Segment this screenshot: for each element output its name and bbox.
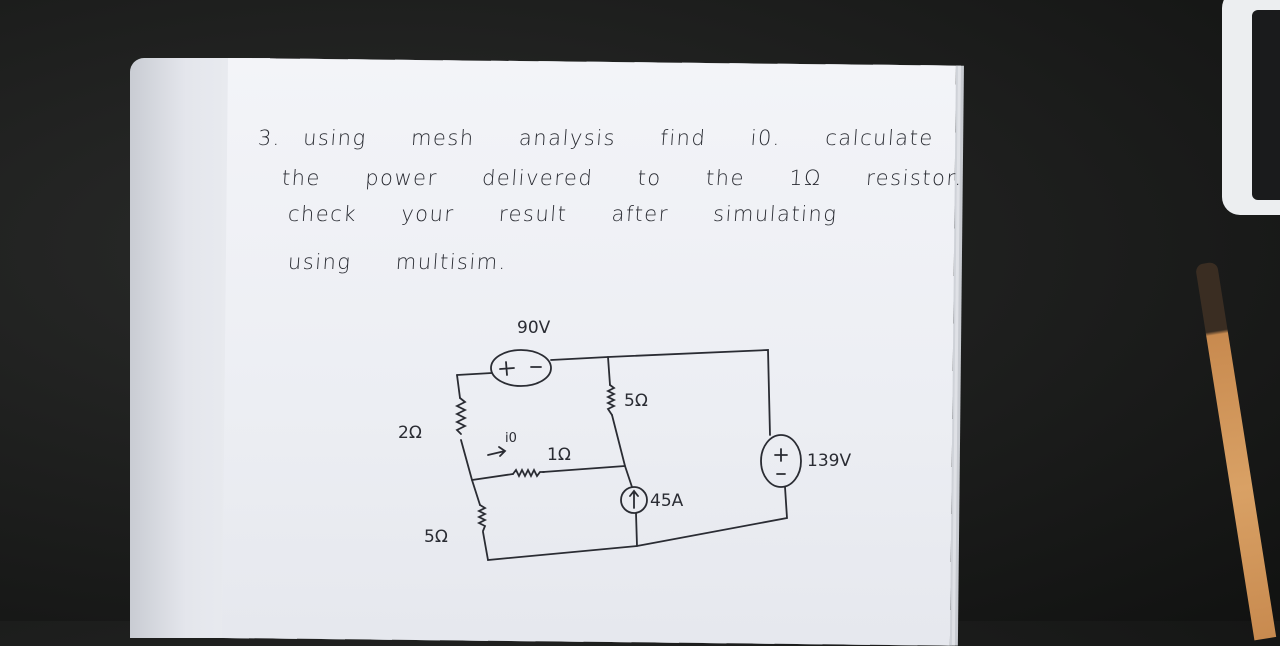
calculator [1222,0,1280,215]
label-2-ohm: 2Ω [398,423,422,443]
voltage-source-90v [490,349,552,387]
calculator-display [1252,10,1280,200]
label-io: i0 [505,431,517,446]
arrow-up-icon [629,489,639,509]
label-1-ohm: 1Ω [547,445,571,465]
label-45a: 45A [650,491,684,511]
wire-top-left [456,372,493,376]
voltage-source-139v [760,434,802,488]
plus-sign-139v [774,448,788,462]
resistor-2-ohm [454,397,468,435]
current-arrow-icon [487,446,507,457]
circuit-diagram: 90V 2Ω 5Ω 1Ω 5Ω i0 45A 139V [398,318,851,561]
plus-sign-90v [499,361,515,376]
label-5-ohm-bottom: 5Ω [424,527,448,547]
wire-left [456,374,788,561]
resistor-5-ohm-top [605,384,617,416]
current-source-45a [620,486,648,514]
label-5-ohm-top: 5Ω [624,391,648,411]
label-139v: 139V [807,451,851,471]
label-90v: 90V [517,318,551,338]
resistor-1-ohm [512,467,545,479]
wire-top [550,349,771,436]
resistor-5-ohm-bottom [476,504,488,532]
wire-center [607,356,638,547]
wire-middle [471,465,626,481]
